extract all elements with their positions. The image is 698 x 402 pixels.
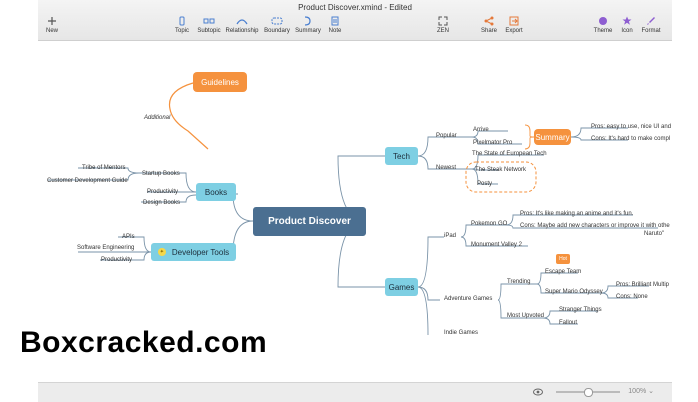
- startup-books-item[interactable]: Startup Books: [142, 171, 180, 177]
- hot-marker: Hot: [556, 254, 570, 264]
- zoom-slider[interactable]: [556, 388, 620, 397]
- newest-item[interactable]: Newest: [436, 165, 457, 171]
- trending-item[interactable]: Trending: [507, 279, 531, 285]
- zoom-level[interactable]: 100% ⌄: [628, 388, 654, 395]
- window-title: Product Discover.xmind - Edited: [298, 3, 412, 12]
- app-window: Product Discover.xmind - Edited New Topi…: [38, 0, 672, 402]
- export-button[interactable]: Export: [496, 16, 532, 34]
- summary-pros-item[interactable]: Pros: easy to use, nice UI and: [591, 124, 672, 130]
- arrive-item[interactable]: Arrive: [473, 127, 489, 133]
- central-topic[interactable]: Product Discover: [253, 207, 366, 236]
- pokemon-pros-item[interactable]: Pros: It's like making an anime and it's…: [520, 211, 634, 217]
- summary-button[interactable]: Summary: [290, 16, 326, 34]
- note-button[interactable]: Note: [317, 16, 353, 34]
- escape-team-item[interactable]: Escape Team: [545, 269, 582, 275]
- ipad-item[interactable]: iPad: [444, 233, 457, 239]
- share-icon: [484, 16, 494, 26]
- mario-cons-item[interactable]: Cons: None: [616, 294, 648, 300]
- theme-icon: [599, 17, 607, 25]
- mindmap-canvas[interactable]: Product Discover Guidelines Additional B…: [38, 41, 672, 382]
- mario-pros-item[interactable]: Pros: Brilliant Multip: [616, 282, 670, 288]
- boundary-button[interactable]: Boundary: [259, 16, 295, 34]
- summary-cons-item[interactable]: Cons: It's hard to make compl: [591, 136, 671, 142]
- watermark-text: Boxcracked.com: [20, 326, 268, 359]
- games-topic[interactable]: Games: [385, 278, 418, 296]
- books-topic[interactable]: Books: [196, 183, 236, 201]
- additional-relationship-label: Additional: [144, 115, 171, 121]
- star-icon: [622, 16, 632, 25]
- popular-item[interactable]: Popular: [436, 133, 457, 139]
- fullscreen-icon: [438, 16, 448, 26]
- plus-icon: [48, 17, 56, 25]
- apis-item[interactable]: APIs: [122, 234, 135, 240]
- tool-icon: ✦: [157, 248, 166, 256]
- indie-games-item[interactable]: Indie Games: [444, 330, 479, 336]
- export-icon: [509, 16, 519, 26]
- share-button[interactable]: Share: [471, 16, 507, 34]
- subtopic-icon: [203, 18, 215, 24]
- design-books-item[interactable]: Design Books: [143, 200, 181, 206]
- connector-lines: [48, 82, 658, 336]
- topic-icon: [179, 16, 185, 26]
- pokemon-go-item[interactable]: Pokemon GO: [471, 221, 508, 227]
- summary-icon: [304, 16, 311, 26]
- pixelmator-item[interactable]: Pixelmator Pro: [473, 140, 513, 146]
- fallout-item[interactable]: Fallout: [559, 320, 578, 326]
- zen-button[interactable]: ZEN: [425, 16, 461, 34]
- summary-topic[interactable]: Summary: [534, 129, 571, 145]
- software-engineering-item[interactable]: Software Engineering: [77, 245, 135, 251]
- theme-button[interactable]: Theme: [585, 16, 621, 34]
- pokemon-cons-item[interactable]: Cons: Maybe add new characters or improv…: [520, 223, 670, 229]
- adventure-games-item[interactable]: Adventure Games: [444, 296, 493, 302]
- relationship-button[interactable]: Relationship: [224, 16, 260, 34]
- zoom-slider-handle[interactable]: [584, 388, 593, 397]
- steak-network-item[interactable]: The Steak Network: [475, 167, 527, 173]
- customer-development-item[interactable]: Customer Development Guide: [47, 178, 128, 184]
- productivity-tool-item[interactable]: Productivity: [101, 257, 133, 263]
- most-upvoted-item[interactable]: Most Upvoted: [507, 313, 545, 319]
- brush-icon: [647, 17, 655, 25]
- note-icon: [331, 16, 339, 26]
- format-button[interactable]: Format: [633, 16, 669, 34]
- productivity-book-item[interactable]: Productivity: [147, 189, 179, 195]
- icon-button[interactable]: Icon: [609, 16, 645, 34]
- posty-item[interactable]: Posty: [477, 181, 493, 187]
- european-tech-item[interactable]: The State of European Tech: [472, 151, 547, 157]
- guidelines-topic[interactable]: Guidelines: [193, 72, 247, 92]
- topic-button[interactable]: Topic: [164, 16, 200, 34]
- relationship-icon: [236, 19, 248, 25]
- boundary-icon: [271, 17, 283, 25]
- stranger-things-item[interactable]: Stranger Things: [559, 307, 602, 313]
- super-mario-item[interactable]: Super Mario Odyssey: [545, 289, 603, 295]
- toolbar: Product Discover.xmind - Edited New Topi…: [38, 0, 672, 41]
- tech-topic[interactable]: Tech: [385, 147, 418, 165]
- new-button[interactable]: New: [34, 16, 70, 34]
- pokemon-cons-continued: Naruto": [644, 231, 665, 237]
- eye-icon[interactable]: [533, 388, 543, 396]
- tribe-of-mentors-item[interactable]: Tribe of Mentors: [82, 165, 126, 171]
- monument-valley-item[interactable]: Monument Valley 2: [471, 242, 522, 248]
- developer-tools-topic[interactable]: ✦ Developer Tools: [151, 243, 236, 261]
- status-bar: 100% ⌄: [38, 382, 672, 402]
- subtopic-button[interactable]: Subtopic: [191, 16, 227, 34]
